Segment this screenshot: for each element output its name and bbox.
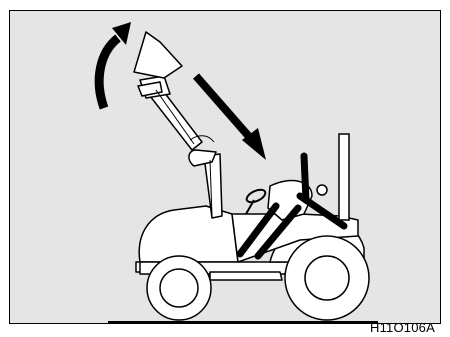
rops-rear-post (339, 134, 349, 220)
diagonal-arrow-icon (196, 76, 266, 160)
curved-arrow-icon (99, 22, 131, 108)
rops-hinge (317, 185, 327, 195)
steering-wheel (245, 187, 267, 214)
operator-figure (134, 32, 222, 218)
figure-code-label: H11O106A (370, 320, 450, 335)
front-wheel (147, 256, 211, 320)
rear-wheel (285, 236, 369, 320)
